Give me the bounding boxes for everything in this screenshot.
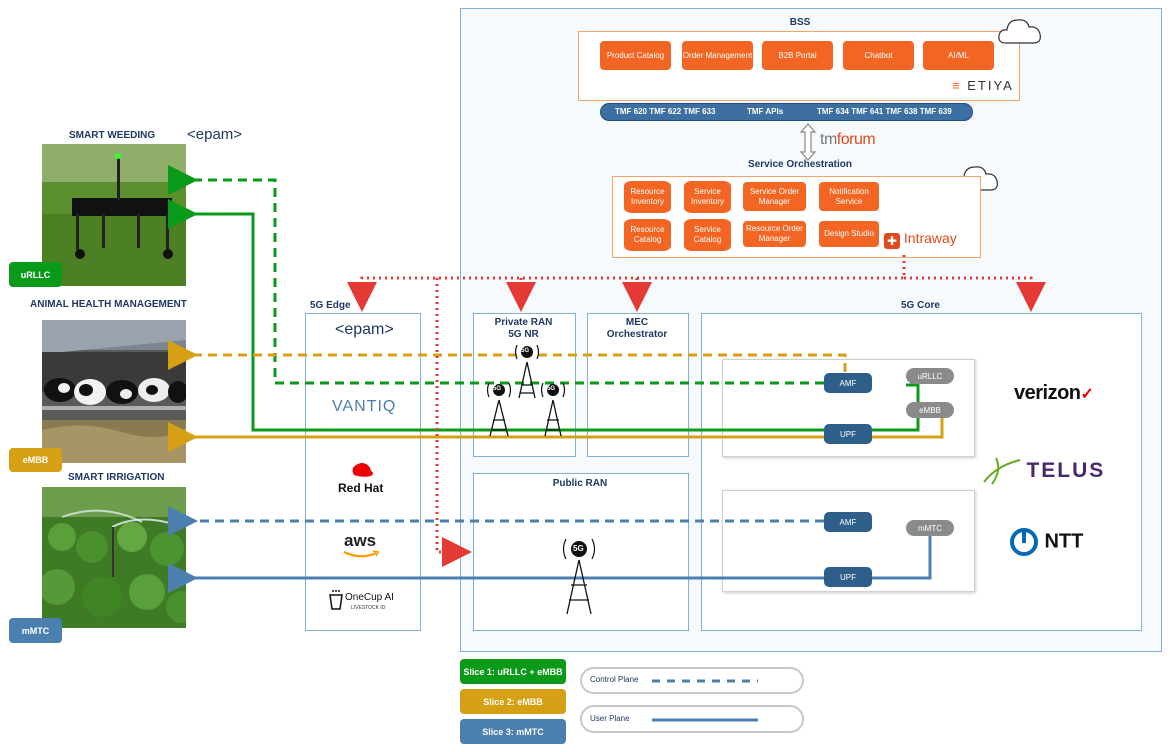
public-ran-title: Public RAN xyxy=(552,478,608,489)
redhat-logo: Red Hat xyxy=(338,481,384,495)
vantiq-logo: VANTIQ xyxy=(332,398,397,415)
bss-ai-ml[interactable]: AI/ML xyxy=(923,41,994,70)
resource-catalog-db[interactable]: Resource Catalog xyxy=(624,219,671,251)
etiya-logo: ≡ ETIYA xyxy=(952,78,1014,93)
resource-inventory-db[interactable]: Resource Inventory xyxy=(624,181,671,213)
upf-node[interactable]: UPF xyxy=(824,424,872,444)
use-case-title: SMART WEEDING xyxy=(69,130,156,141)
legend-slice2: Slice 2: eMBB xyxy=(460,689,566,714)
check-icon: ✓ xyxy=(1080,386,1094,403)
service-inventory-db[interactable]: Service Inventory xyxy=(684,181,731,213)
onecup-logo: OneCup AI xyxy=(345,592,394,603)
tower-5g-label: 5G xyxy=(547,386,556,392)
mec-box xyxy=(587,313,689,457)
tmf-api-left: TMF 620 TMF 622 TMF 633 xyxy=(615,107,716,116)
onecup-subtitle: LIVESTOCK ID xyxy=(351,605,386,611)
cell-tower-icon xyxy=(489,361,592,615)
verizon-logo: verizon✓ xyxy=(1014,382,1094,404)
use-case-title: SMART IRRIGATION xyxy=(68,472,165,483)
epam-logo: <epam> xyxy=(187,126,243,143)
bss-title: BSS xyxy=(789,17,811,28)
ntt-mark-icon xyxy=(1010,528,1038,556)
solid-line-icon xyxy=(652,718,758,722)
intraway-logo: ✚ Intraway xyxy=(884,230,957,249)
cloud-icon xyxy=(998,19,1041,44)
resource-order-manager[interactable]: Resource Order Manager xyxy=(743,221,806,247)
intraway-mark-icon: ✚ xyxy=(884,233,900,249)
service-catalog-db[interactable]: Service Catalog xyxy=(684,219,731,251)
bidirectional-arrow-icon xyxy=(799,123,817,161)
legend-slice3: Slice 3: mMTC xyxy=(460,719,566,744)
tower-5g-label: 5G xyxy=(521,348,530,354)
tmforum-logo: tmforum xyxy=(820,131,876,148)
tmf-api-bar: TMF 620 TMF 622 TMF 633 TMF APIs TMF 634… xyxy=(600,103,973,121)
onecup-mark-icon xyxy=(329,590,343,610)
tmf-api-right: TMF 634 TMF 641 TMF 638 TMF 639 xyxy=(817,107,952,116)
dashed-line-icon xyxy=(652,679,758,683)
slice1-control-line xyxy=(168,165,824,385)
notification-service[interactable]: Notification Service xyxy=(819,182,879,211)
embb-badge: eMBB xyxy=(9,448,62,472)
service-order-manager[interactable]: Service Order Manager xyxy=(743,182,806,211)
urllc-slice-node[interactable]: uRLLC xyxy=(906,368,954,384)
bss-b2b-portal[interactable]: B2B Portal xyxy=(762,41,833,70)
core-title: 5G Core xyxy=(901,300,940,311)
smart-weeding-image xyxy=(42,144,186,286)
mmtc-badge: mMTC xyxy=(9,618,62,643)
mmtc-slice-node[interactable]: mMTC xyxy=(906,520,954,536)
slice1-user-line xyxy=(168,199,824,432)
ntt-logo: NTT xyxy=(1008,527,1083,557)
embb-slice-node[interactable]: eMBB xyxy=(906,402,954,418)
use-case-title: ANIMAL HEALTH MANAGEMENT xyxy=(30,299,187,310)
legend-slice1: Slice 1: uRLLC + eMBB xyxy=(460,659,566,684)
tower-5g-label: 5G xyxy=(573,544,584,553)
telus-swoosh-icon xyxy=(983,457,1021,485)
design-studio[interactable]: Design Studio xyxy=(819,221,879,247)
upf-node[interactable]: UPF xyxy=(824,567,872,587)
urllc-badge: uRLLC xyxy=(9,262,62,287)
edge-title: 5G Edge xyxy=(310,300,351,311)
redhat-hat-icon xyxy=(352,463,373,477)
edge-epam-logo: <epam> xyxy=(335,321,394,338)
tmf-api-center: TMF APIs xyxy=(747,107,784,116)
tower-5g-label: 5G xyxy=(493,386,502,392)
amf-node[interactable]: AMF xyxy=(824,512,872,532)
animal-health-image xyxy=(42,320,186,463)
legend-user-plane: User Plane xyxy=(580,705,804,733)
etiya-mark-icon: ≡ xyxy=(952,78,962,93)
bss-chatbot[interactable]: Chatbot xyxy=(843,41,914,70)
smart-irrigation-image xyxy=(42,487,186,628)
bss-order-management[interactable]: Order Management xyxy=(682,41,753,70)
service-orchestration-title: Service Orchestration xyxy=(748,159,852,170)
aws-smile-icon xyxy=(343,550,380,558)
slice2-control-line xyxy=(168,340,847,372)
amf-node[interactable]: AMF xyxy=(824,373,872,393)
telus-logo: TELUS xyxy=(982,456,1105,486)
bss-product-catalog[interactable]: Product Catalog xyxy=(600,41,671,70)
legend-control-plane: Control Plane xyxy=(580,667,804,694)
aws-logo: aws xyxy=(344,531,377,550)
